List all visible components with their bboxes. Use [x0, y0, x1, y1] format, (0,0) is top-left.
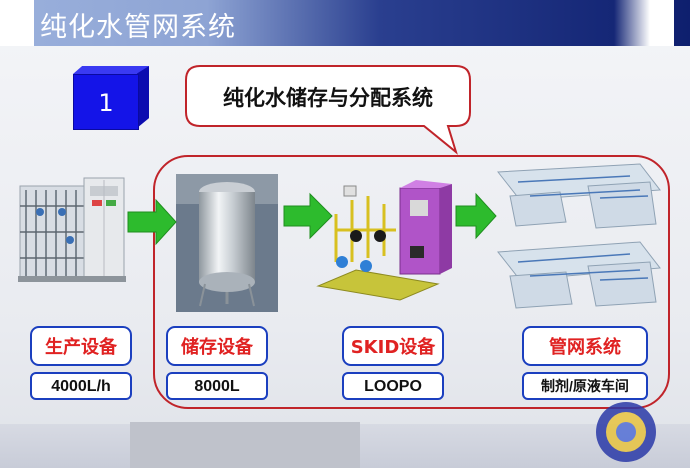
flow-arrow-2 [283, 192, 333, 240]
piping-network-image [497, 163, 661, 309]
callout-text: 纯化水储存与分配系统 [223, 86, 433, 110]
stage-value-piping: 制剂/原液车间 [522, 372, 648, 400]
skid-unit-image [316, 180, 452, 301]
storage-distribution-group-border [153, 155, 670, 409]
step-cube-side [137, 66, 149, 128]
production-equipment-image [18, 177, 126, 282]
header-left-strip [0, 0, 34, 46]
stage-value-skid: LOOPO [342, 372, 444, 400]
step-number-badge: 1 [73, 74, 139, 130]
stage-label-production: 生产设备 [30, 326, 132, 366]
callout-bubble [185, 65, 471, 155]
flow-arrow-1 [127, 198, 177, 246]
header-bar [0, 0, 690, 46]
page-title: 纯化水管网系统 [40, 12, 236, 43]
step-cube-top [73, 66, 149, 74]
stage-value-production: 4000L/h [30, 372, 132, 400]
stage-label-storage: 储存设备 [166, 326, 268, 366]
storage-tank-image [176, 174, 278, 312]
footer-emblem [596, 402, 656, 462]
stage-label-piping: 管网系统 [522, 326, 648, 366]
header-right-fade [614, 0, 674, 46]
flow-arrow-3 [455, 192, 497, 240]
footer-shade [130, 422, 360, 468]
stage-value-storage: 8000L [166, 372, 268, 400]
stage-label-skid: SKID设备 [342, 326, 444, 366]
